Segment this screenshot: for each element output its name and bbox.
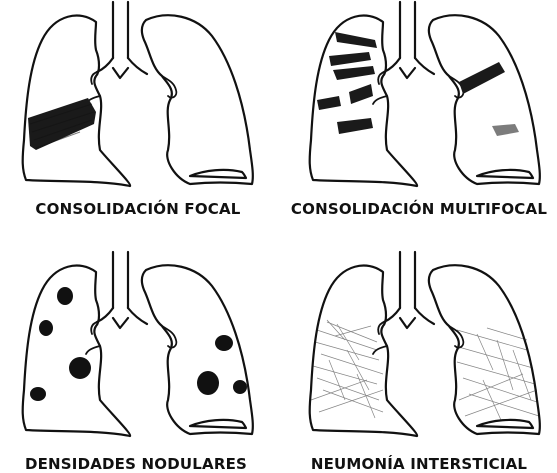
caption-multifocal: CONSOLIDACIÓN MULTIFOCAL xyxy=(279,200,557,218)
lungs-diagram-focal xyxy=(0,0,280,200)
caption-interstitial: NEUMONÍA INTERSTICIAL xyxy=(279,455,557,473)
nodules xyxy=(30,287,247,401)
panel-neumonia-intersticial: NEUMONÍA INTERSTICIAL xyxy=(287,250,557,473)
lungs-diagram-multifocal xyxy=(287,0,557,200)
panel-densidades-nodulares: DENSIDADES NODULARES xyxy=(0,250,280,473)
caption-focal: CONSOLIDACIÓN FOCAL xyxy=(0,200,278,218)
lungs-diagram-nodular xyxy=(0,250,280,450)
consolidation-patches xyxy=(317,32,505,134)
panel-consolidacion-focal: CONSOLIDACIÓN FOCAL xyxy=(0,0,280,230)
caption-nodular: DENSIDADES NODULARES xyxy=(0,455,276,473)
lungs-diagram-interstitial xyxy=(287,250,557,450)
panel-consolidacion-multifocal: CONSOLIDACIÓN MULTIFOCAL xyxy=(287,0,557,230)
interstitial-pattern xyxy=(311,320,539,420)
small-patch xyxy=(492,124,519,136)
